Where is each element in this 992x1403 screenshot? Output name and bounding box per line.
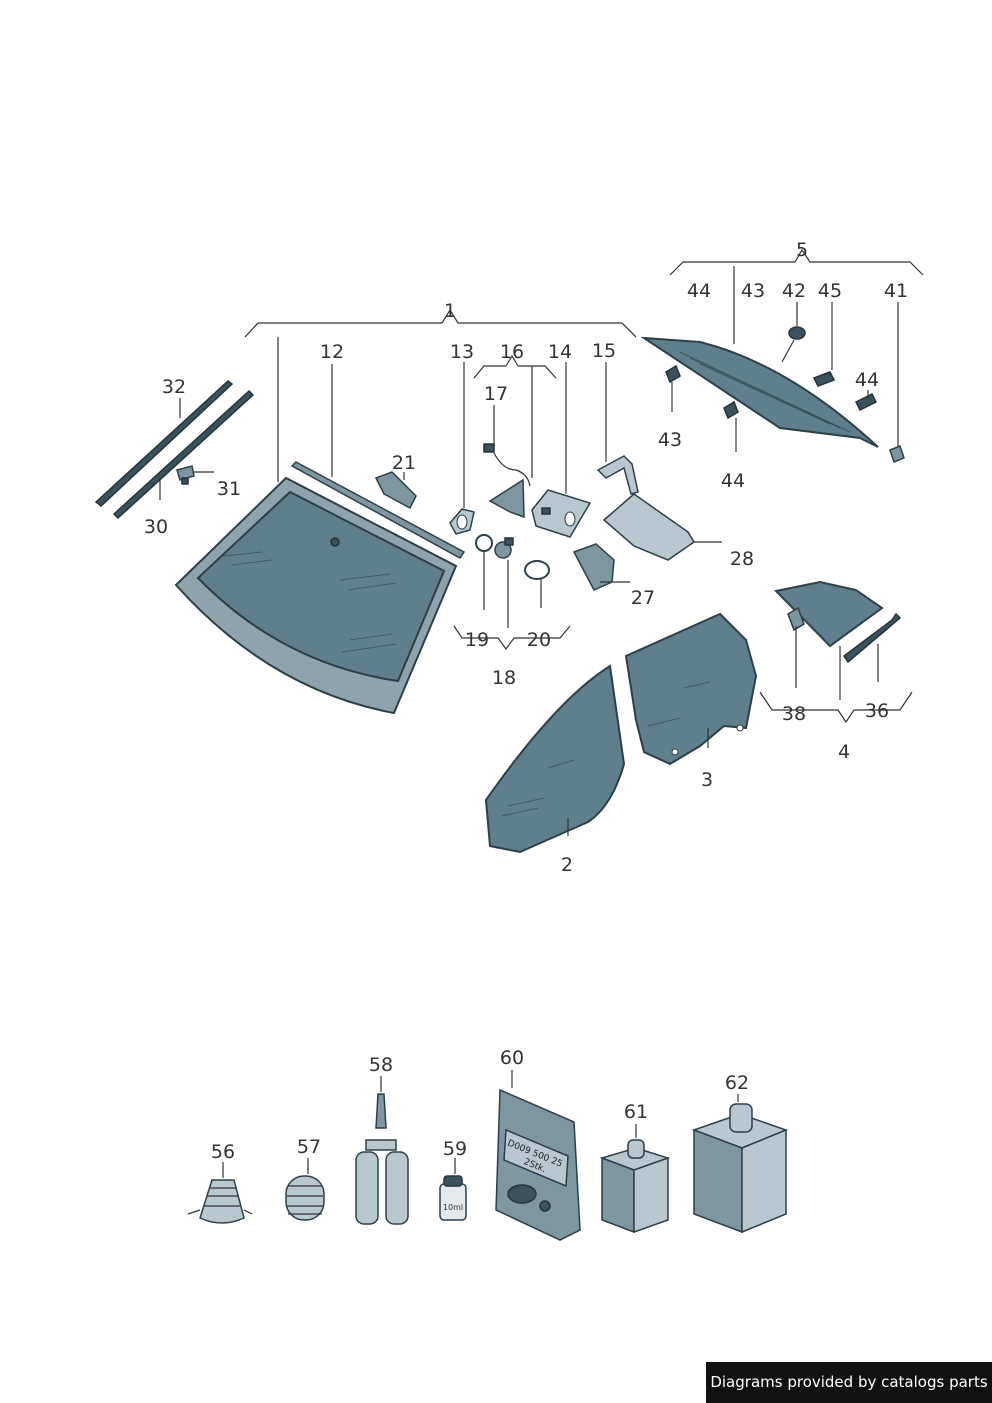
bottle-59-part: 10ml [439,1158,467,1221]
clip-38-part [787,606,805,632]
trim-strip-upper-part [94,380,234,507]
callout-36: 36 [865,700,889,722]
callout-57: 57 [297,1136,321,1158]
trim-strip-lower-part [112,389,255,520]
coil-57-part [285,1158,325,1221]
clip-41-part [889,445,905,463]
callout-56: 56 [211,1141,235,1163]
leader-lines [159,266,899,836]
callout-19: 19 [465,629,489,651]
callout-2: 2 [561,854,573,876]
container-62-part [691,1094,789,1234]
callout-14: 14 [548,341,572,363]
bottle-volume-label: 10ml [443,1203,463,1212]
bag-60-part: D009 500 25 2Stk. [495,1070,581,1241]
grommet-42-part [788,326,806,340]
callout-1: 1 [444,300,456,322]
cartridge-58-part [355,1076,409,1225]
callout-59: 59 [443,1138,467,1160]
door-window-front-part [484,664,626,854]
holder-15-part [596,455,639,495]
callout-38: 38 [782,703,806,725]
callout-58: 58 [369,1054,393,1076]
cable-17-part [493,452,531,487]
mirror-cover-28-part [602,493,696,561]
credit-footer: Diagrams provided by catalogs parts [706,1362,992,1403]
bracket-group-4 [759,691,913,724]
bracket-13-part [449,508,475,535]
door-window-rear-part [624,612,758,766]
callout-18: 18 [492,667,516,689]
ring-20-lower-part [524,560,550,580]
callout-31: 31 [217,478,241,500]
callout-30: 30 [144,516,168,538]
callout-labels: 1 5 12 13 16 14 15 17 21 32 31 30 28 27 … [144,239,908,1163]
callout-42: 42 [782,280,806,302]
bracket-44-right-part [854,392,878,412]
callout-44-top-left: 44 [687,280,711,302]
sensor-cover-16-part [488,478,525,519]
rear-window-part [640,336,879,448]
callout-17: 17 [484,383,508,405]
callout-27: 27 [631,587,655,609]
callout-28: 28 [730,548,754,570]
sensor-dot-icon [330,537,340,547]
callout-32: 32 [162,376,186,398]
callout-61: 61 [624,1101,648,1123]
bracket-group-5 [669,248,924,276]
seal-36-part [842,612,902,664]
callout-15: 15 [592,340,616,362]
callout-60: 60 [500,1047,524,1069]
callout-43-bottom: 43 [658,429,682,451]
callout-16: 16 [500,341,524,363]
callout-5: 5 [796,239,808,261]
bracket-44-lower-part [723,400,739,420]
windscreen-part [174,476,458,715]
callout-43-top: 43 [741,280,765,302]
callout-44-bottom: 44 [721,470,745,492]
seal-strip-part [290,461,466,559]
sensor-14-part [531,489,592,538]
connector-17-part [483,443,495,453]
callout-3: 3 [701,769,713,791]
callout-21: 21 [392,452,416,474]
quarter-window-part [773,580,884,648]
cone-56-part [187,1162,253,1224]
bracket-group-16 [473,354,557,379]
callout-4: 4 [838,741,850,763]
cover-27-part [572,543,615,591]
ring-19-part [475,534,493,552]
bracket-group-1 [244,308,637,338]
bracket-44-upper-part [665,364,681,384]
clip-31-part [176,465,195,485]
bracket-group-18 [453,625,571,651]
ring-20-upper-part [494,537,514,559]
callout-13: 13 [450,341,474,363]
callout-41: 41 [884,280,908,302]
callout-20: 20 [527,629,551,651]
callout-12: 12 [320,341,344,363]
bracket-45-part [812,371,836,387]
callout-45: 45 [818,280,842,302]
container-61-part [599,1124,671,1234]
callout-62: 62 [725,1072,749,1094]
callout-44-right: 44 [855,369,879,391]
cover-cap-part [374,471,417,510]
